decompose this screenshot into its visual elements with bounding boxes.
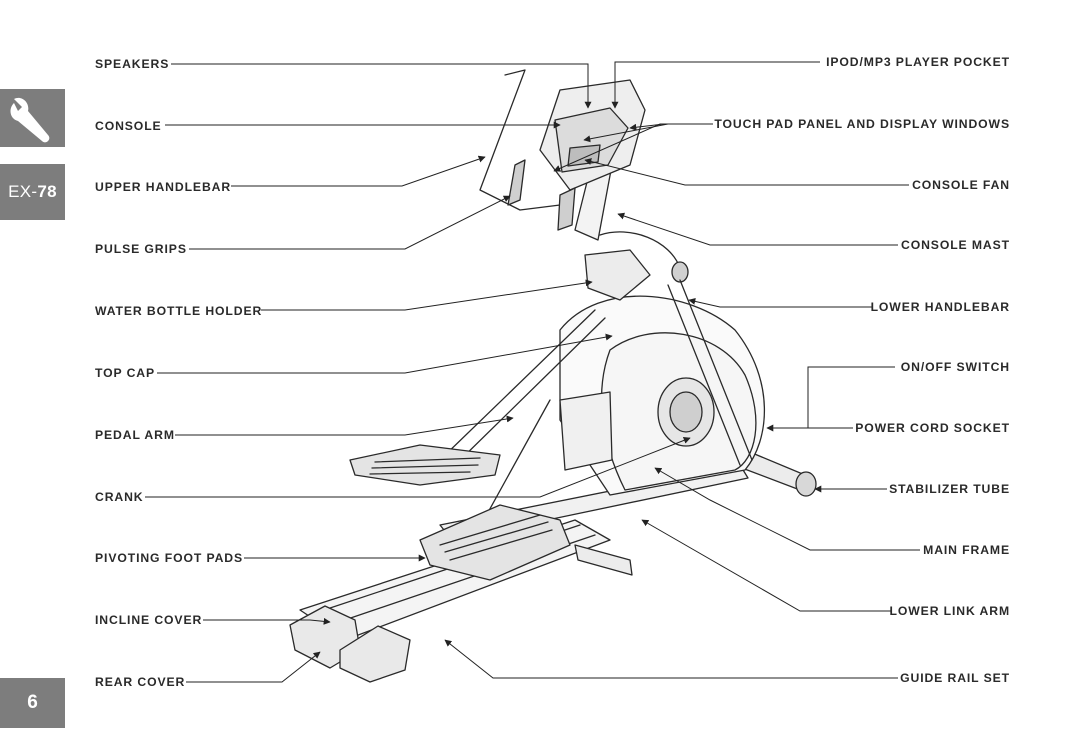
- label-stabilizer-tube: STABILIZER TUBE: [889, 482, 1010, 496]
- label-water-bottle-holder: WATER BOTTLE HOLDER: [95, 304, 263, 318]
- label-pivoting-foot-pads: PIVOTING FOOT PADS: [95, 551, 244, 565]
- label-console-fan: CONSOLE FAN: [912, 178, 1010, 192]
- model-number: 78: [37, 182, 57, 201]
- model-tab: EX-78: [0, 164, 65, 220]
- label-power-cord-socket: POWER CORD SOCKET: [855, 421, 1010, 435]
- label-guide-rail-set: GUIDE RAIL SET: [900, 671, 1010, 685]
- elliptical-machine-art: [289, 69, 817, 683]
- label-console-mast: CONSOLE MAST: [901, 238, 1010, 252]
- label-rear-cover: REAR COVER: [95, 675, 186, 689]
- label-top-cap: TOP CAP: [95, 366, 156, 380]
- label-on-off-switch: ON/OFF SWITCH: [900, 360, 1010, 374]
- label-main-frame: MAIN FRAME: [923, 543, 1010, 557]
- label-incline-cover: INCLINE COVER: [95, 613, 203, 627]
- wrench-tab: [0, 89, 65, 147]
- label-pedal-arm: PEDAL ARM: [95, 428, 175, 442]
- page-number: 6: [0, 678, 65, 728]
- model-prefix: EX-: [8, 182, 38, 201]
- label-console: CONSOLE: [95, 119, 162, 133]
- right-leader-lines: [444, 61, 920, 679]
- label-upper-handlebar: UPPER HANDLEBAR: [95, 180, 232, 194]
- label-touch-pad-panel: TOUCH PAD PANEL AND DISPLAY WINDOWS: [714, 117, 1010, 131]
- label-ipod-mp3-pocket: IPOD/MP3 PLAYER POCKET: [826, 55, 1010, 69]
- left-leader-lines: [145, 63, 691, 683]
- label-lower-handlebar: LOWER HANDLEBAR: [870, 300, 1010, 314]
- label-pulse-grips: PULSE GRIPS: [95, 242, 187, 256]
- label-crank: CRANK: [95, 490, 144, 504]
- label-lower-link-arm: LOWER LINK ARM: [889, 604, 1010, 618]
- label-speakers: SPEAKERS: [95, 57, 170, 71]
- wrench-icon: [10, 97, 50, 143]
